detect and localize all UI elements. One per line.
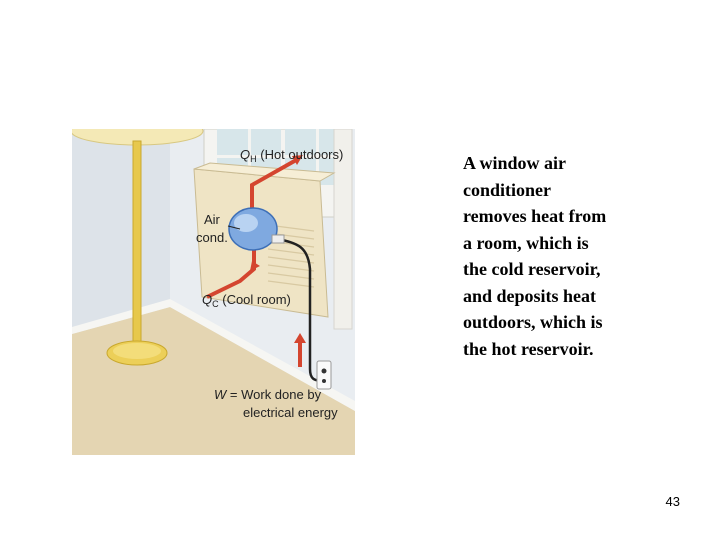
window-trim — [333, 129, 353, 330]
ac-label-line1: Air — [204, 212, 221, 227]
power-cord — [276, 237, 325, 383]
caption-line: the cold reservoir, — [463, 259, 601, 279]
cord-plug — [271, 234, 285, 244]
caption-line: outdoors, which is — [463, 312, 603, 332]
caption-line: a room, which is — [463, 232, 589, 253]
side-wall — [72, 129, 170, 334]
work-label-line2: electrical energy — [243, 405, 338, 420]
work-arrowhead — [294, 333, 306, 343]
caption-line: conditioner — [463, 179, 551, 200]
ac-unit-top — [193, 162, 336, 182]
heat-in-arrow — [206, 249, 256, 299]
lamp-pole — [132, 140, 142, 348]
work-label-line1: W = Work done by — [214, 387, 322, 402]
lamp-base-top — [113, 343, 161, 359]
baseboard-left — [72, 299, 170, 334]
baseboard-right — [170, 299, 355, 411]
heat-in-arrowhead — [250, 261, 260, 271]
caption-line: removes heat from — [463, 206, 607, 226]
qh-label: QH (Hot outdoors) — [240, 147, 343, 164]
page-number: 43 — [665, 494, 680, 509]
air-conditioner-illustration: QH (Hot outdoors) Air cond. QC (Cool roo… — [72, 129, 355, 455]
ac-pointer — [227, 225, 241, 230]
qc-label: QC (Cool room) — [202, 292, 291, 309]
ac-label-line2: cond. — [196, 230, 228, 245]
heat-out-arrow — [250, 157, 299, 217]
heat-out-arrowhead — [292, 155, 303, 165]
window-muntin — [217, 155, 345, 158]
compressor-highlight — [234, 214, 258, 232]
caption-line: A window air — [463, 153, 567, 173]
caption-text: A window air conditioner removes heat fr… — [463, 150, 663, 362]
caption-line: and deposits heat — [463, 285, 597, 306]
wall-outlet-icon — [316, 360, 332, 390]
caption-line: the hot reservoir. — [463, 338, 594, 359]
